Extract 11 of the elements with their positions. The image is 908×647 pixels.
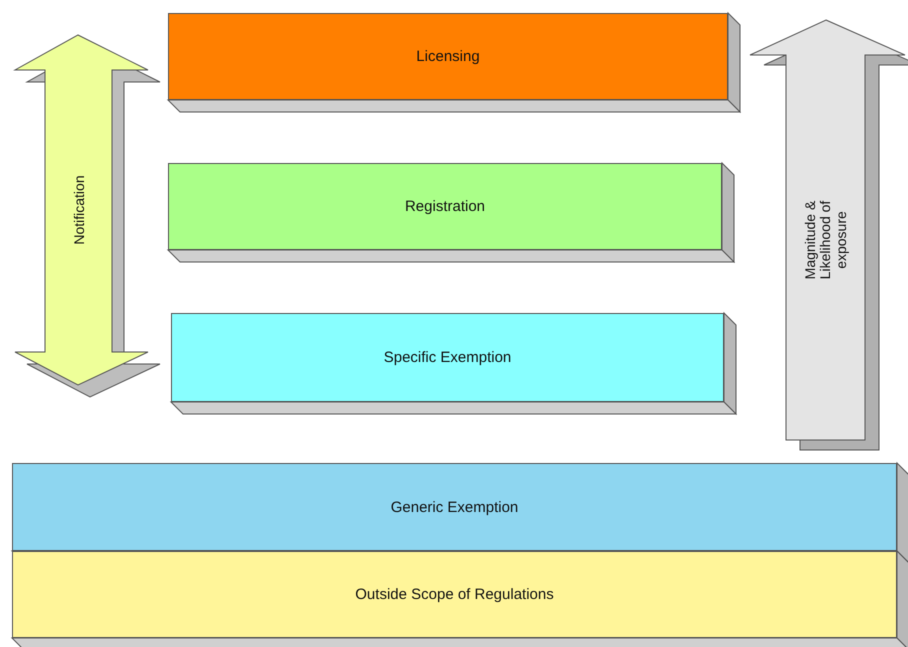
arrow-label: Magnitude & Likelihood of exposure xyxy=(802,200,850,282)
tier-box xyxy=(12,463,897,551)
tier-label: Licensing xyxy=(416,48,480,65)
tier-label: Outside Scope of Regulations xyxy=(355,586,554,603)
tier-label: Generic Exemption xyxy=(390,498,518,516)
tier-box xyxy=(168,163,722,250)
tier-box xyxy=(168,13,728,100)
tier-label: Specific Exemption xyxy=(384,349,512,366)
tier-box xyxy=(171,313,724,402)
arrow-label: Notification xyxy=(70,174,88,247)
tier-label: Registration xyxy=(404,198,486,215)
